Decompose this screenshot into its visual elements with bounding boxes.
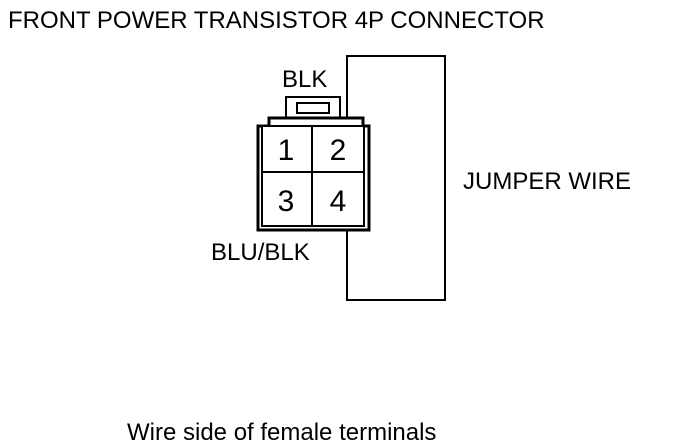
pin-1-label: 1	[278, 134, 295, 167]
wire-label-blu-blk: BLU/BLK	[211, 239, 310, 266]
connector-lock-tab-inner	[296, 102, 330, 114]
pin-4-label: 4	[330, 185, 347, 218]
diagram-title: FRONT POWER TRANSISTOR 4P CONNECTOR	[8, 7, 545, 34]
pin-3-label: 3	[278, 185, 295, 218]
terminal-cavity-2	[311, 125, 365, 173]
jumper-wire-label: JUMPER WIRE	[463, 168, 631, 195]
terminal-cavity-4	[311, 171, 365, 227]
terminal-cavity-3	[261, 171, 313, 227]
wire-label-blk: BLK	[282, 66, 327, 93]
pin-2-label: 2	[330, 134, 347, 167]
diagram-caption: Wire side of female terminals	[127, 419, 436, 446]
terminal-grid	[261, 125, 365, 227]
